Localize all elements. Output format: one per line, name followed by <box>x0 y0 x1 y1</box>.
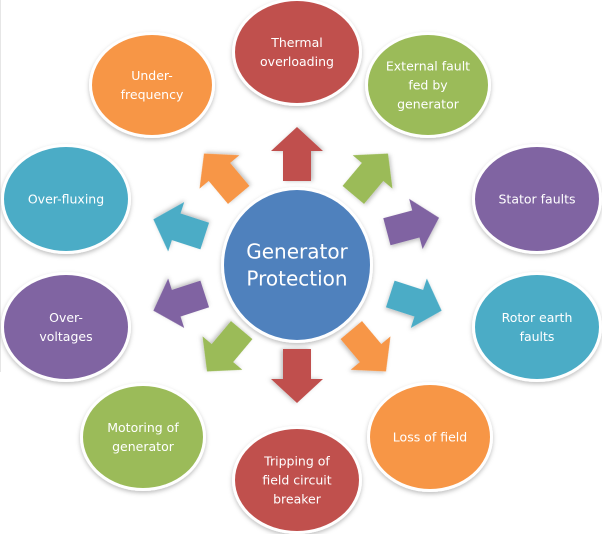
node-under-frequency-label-line: frequency <box>121 87 184 102</box>
center-node-generator-protection-label-line: Protection <box>246 267 347 291</box>
node-rotor-earth-faults-label-line: Rotor earth <box>502 310 573 325</box>
node-external-fault-fed-by-generator: External fault fed by generator <box>365 32 491 138</box>
node-external-fault-fed-by-generator-label-line: fed by <box>408 77 448 92</box>
node-stator-faults-shape <box>475 147 599 251</box>
center-node-generator-protection-shape <box>224 190 370 340</box>
arrow-to-over-voltages <box>153 278 210 328</box>
node-stator-faults-label-line: Stator faults <box>498 191 575 206</box>
arrow-to-loss-of-field <box>340 321 391 372</box>
node-tripping-of-field-circuit-breaker-shape <box>235 429 359 531</box>
arrow-to-stator-faults <box>383 198 440 250</box>
node-under-frequency-shape <box>92 35 212 135</box>
node-external-fault-fed-by-generator-label-line: generator <box>397 96 460 111</box>
arrow-to-tripping-of-field-circuit-breaker <box>271 349 323 403</box>
node-rotor-earth-faults-label-line: faults <box>520 329 555 344</box>
left-border-line <box>0 0 1 372</box>
node-thermal-overloading-label-line: Thermal <box>270 35 322 50</box>
node-motoring-of-generator-label-line: generator <box>112 439 175 454</box>
node-over-voltages-shape <box>4 275 128 379</box>
node-tripping-of-field-circuit-breaker-label-line: field circuit <box>262 472 331 487</box>
node-rotor-earth-faults-shape <box>475 275 599 379</box>
node-over-fluxing-label-line: Over-fluxing <box>28 191 104 206</box>
arrow-to-thermal-overloading <box>271 127 323 181</box>
node-over-voltages-label-line: voltages <box>39 329 92 344</box>
node-external-fault-fed-by-generator-shape <box>368 35 488 135</box>
arrow-to-under-frequency <box>199 153 250 204</box>
node-external-fault-fed-by-generator-label-line: External fault <box>386 58 470 73</box>
node-motoring-of-generator: Motoring of generator <box>80 383 206 491</box>
arrow-to-external-fault-fed-by-generator <box>342 153 393 204</box>
node-over-fluxing-shape <box>4 147 128 251</box>
node-thermal-overloading-label-line: overloading <box>260 54 334 69</box>
node-loss-of-field-label-line: Loss of field <box>393 429 467 444</box>
arrow-to-over-fluxing <box>153 202 210 252</box>
node-stator-faults: Stator faults <box>472 144 602 254</box>
arrow-to-rotor-earth-faults <box>385 278 442 328</box>
node-motoring-of-generator-shape <box>83 386 203 488</box>
node-under-frequency-label-line: Under- <box>131 68 173 83</box>
node-rotor-earth-faults: Rotor earth faults <box>472 272 602 382</box>
node-thermal-overloading-shape <box>235 1 359 103</box>
node-under-frequency: Under-frequency <box>89 32 215 138</box>
node-over-voltages: Over-voltages <box>1 272 131 382</box>
node-loss-of-field: Loss of field <box>367 382 493 492</box>
node-tripping-of-field-circuit-breaker-label-line: Tripping of <box>263 453 330 468</box>
node-loss-of-field-shape <box>370 385 490 489</box>
node-tripping-of-field-circuit-breaker: Tripping of field circuit breaker <box>232 426 362 534</box>
node-over-voltages-label-line: Over- <box>49 310 83 325</box>
arrow-to-motoring-of-generator <box>202 321 253 372</box>
center-node-generator-protection-label-line: Generator <box>246 240 348 264</box>
node-thermal-overloading: Thermal overloading <box>232 0 362 106</box>
node-tripping-of-field-circuit-breaker-label-line: breaker <box>273 491 322 506</box>
node-motoring-of-generator-label-line: Motoring of <box>107 420 179 435</box>
node-over-fluxing: Over-fluxing <box>1 144 131 254</box>
arrows-layer <box>153 127 442 403</box>
